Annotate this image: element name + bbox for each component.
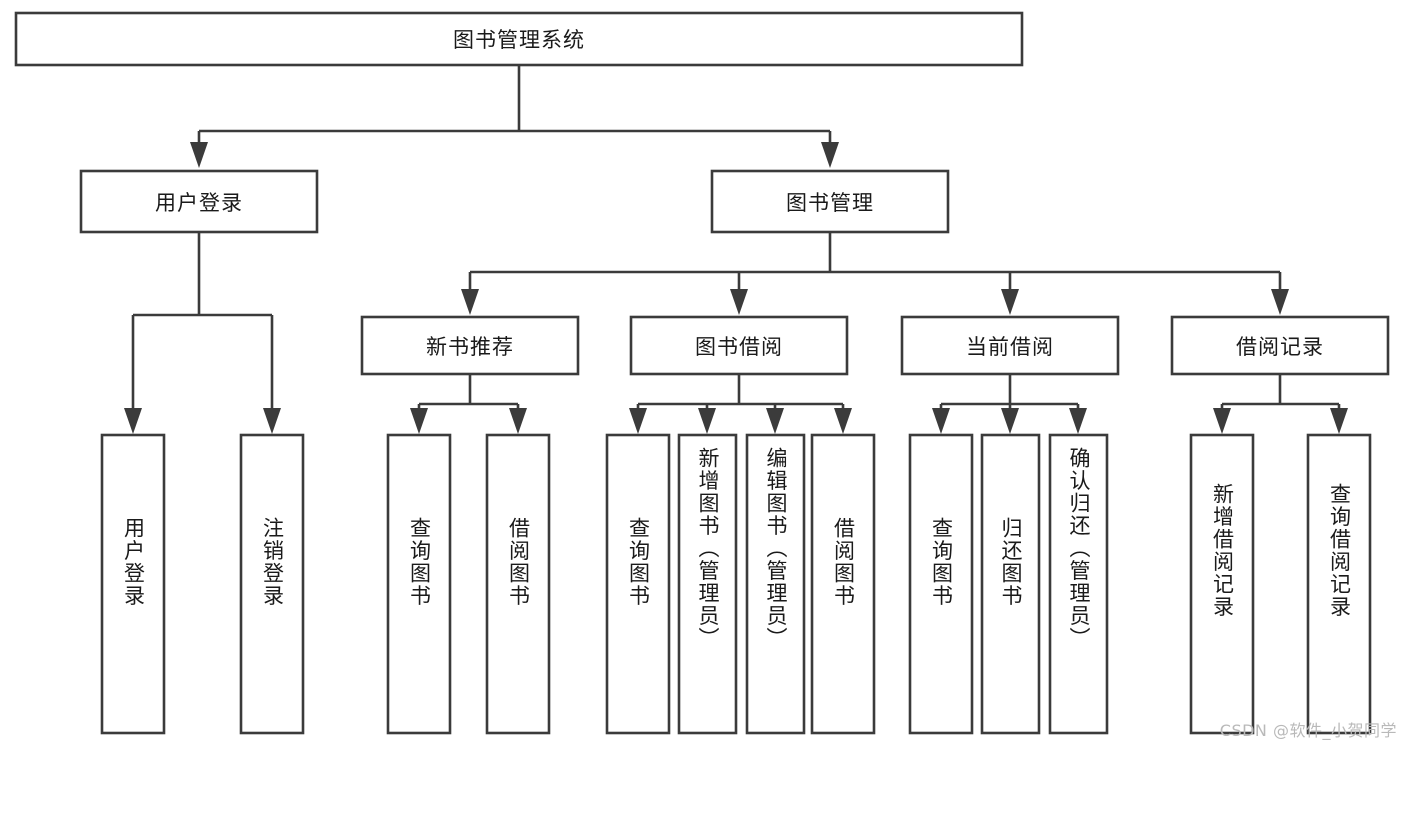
node-borrow-record-box[interactable] bbox=[1170, 315, 1390, 376]
arrow-bookborrow-leaf-3 bbox=[766, 408, 784, 434]
arrow-currentborrow-leaf-3 bbox=[1069, 408, 1087, 434]
node-leaf-add-book-box[interactable] bbox=[677, 433, 738, 735]
arrow-bookborrow-leaf-1 bbox=[629, 408, 647, 434]
arrow-newbook-leaf-1 bbox=[410, 408, 428, 434]
node-leaf-query-record-box[interactable] bbox=[1306, 433, 1372, 735]
node-leaf-confirm-return-box[interactable] bbox=[1048, 433, 1109, 735]
node-leaf-user-login-box[interactable] bbox=[100, 433, 166, 735]
node-leaf-query-book-3-box[interactable] bbox=[908, 433, 974, 735]
arrow-bookmgmt-to-currentborrow bbox=[1001, 289, 1019, 315]
arrow-userlogin-leaf-2 bbox=[263, 408, 281, 434]
node-leaf-borrow-book-2-box[interactable] bbox=[810, 433, 876, 735]
arrow-userlogin-leaf-1 bbox=[124, 408, 142, 434]
arrow-root-to-bookmgmt bbox=[821, 142, 839, 168]
arrow-currentborrow-leaf-2 bbox=[1001, 408, 1019, 434]
node-leaf-logout-box[interactable] bbox=[239, 433, 305, 735]
node-leaf-borrow-book-1-box[interactable] bbox=[485, 433, 551, 735]
arrow-bookborrow-leaf-4 bbox=[834, 408, 852, 434]
arrow-currentborrow-leaf-1 bbox=[932, 408, 950, 434]
arrow-borrowrecord-leaf-2 bbox=[1330, 408, 1348, 434]
arrow-borrowrecord-leaf-1 bbox=[1213, 408, 1231, 434]
diagram-canvas bbox=[14, 11, 1390, 735]
arrow-bookmgmt-to-bookborrow bbox=[730, 289, 748, 315]
csdn-watermark: CSDN @软件_小贺同学 bbox=[1219, 721, 1397, 740]
node-leaf-query-book-2-box[interactable] bbox=[605, 433, 671, 735]
arrow-root-to-userlogin bbox=[190, 142, 208, 168]
node-book-management-box[interactable] bbox=[710, 169, 950, 234]
node-user-login-box[interactable] bbox=[79, 169, 319, 234]
arrow-bookmgmt-to-newbook bbox=[461, 289, 479, 315]
node-book-borrow-box[interactable] bbox=[629, 315, 849, 376]
node-new-book-recommend-box[interactable] bbox=[360, 315, 580, 376]
diagram-root: 图书管理系统 用户登录 图书管理 新书推荐 图书借阅 当前借阅 借阅记录 用户登… bbox=[14, 11, 1397, 740]
node-leaf-add-record-box[interactable] bbox=[1189, 433, 1255, 735]
arrow-newbook-leaf-2 bbox=[509, 408, 527, 434]
node-leaf-edit-book-box[interactable] bbox=[745, 433, 806, 735]
node-root-box[interactable] bbox=[14, 11, 1024, 67]
arrow-bookborrow-leaf-2 bbox=[698, 408, 716, 434]
arrow-bookmgmt-to-borrowrecord bbox=[1271, 289, 1289, 315]
node-leaf-return-book-box[interactable] bbox=[980, 433, 1041, 735]
node-current-borrow-box[interactable] bbox=[900, 315, 1120, 376]
node-leaf-query-book-1-box[interactable] bbox=[386, 433, 452, 735]
